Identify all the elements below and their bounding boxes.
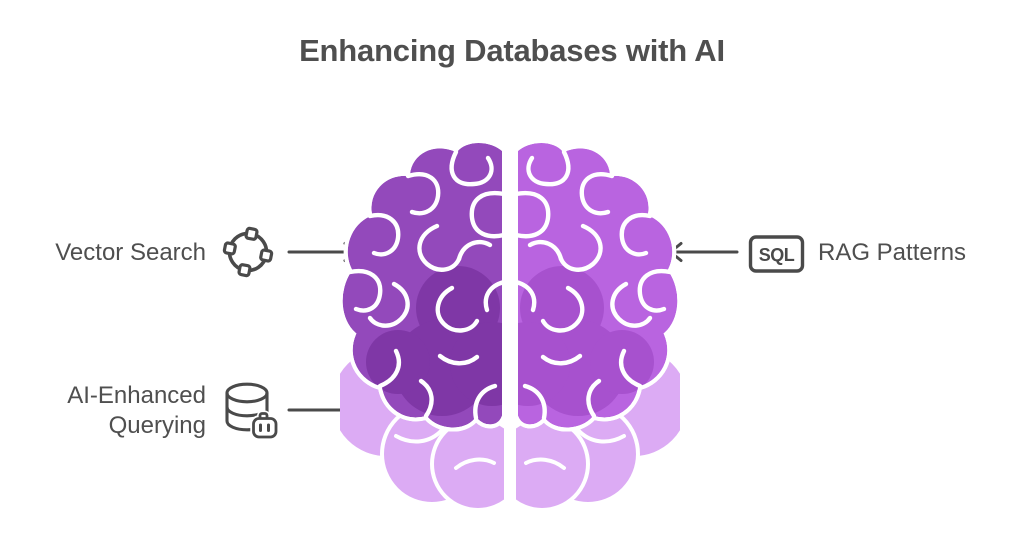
- rag-patterns-label: RAG Patterns: [818, 239, 967, 266]
- brain-right-hemisphere: [516, 139, 680, 512]
- brain-illustration: [340, 139, 680, 512]
- vector-nodes-icon: [222, 226, 274, 278]
- brain-left-hemisphere: [340, 139, 504, 512]
- ai-enhanced-querying-label: AI-Enhanced Querying: [18, 381, 206, 441]
- vector-search-label: Vector Search: [55, 239, 206, 266]
- page-title: Enhancing Databases with AI: [299, 33, 725, 68]
- database-robot-icon: [225, 382, 280, 441]
- sql-box-icon: SQL: [748, 235, 805, 273]
- ai-enhanced-querying-line1: AI-Enhanced: [67, 382, 206, 409]
- sql-icon-text: SQL: [759, 245, 795, 265]
- ai-enhanced-querying-line2: Querying: [108, 412, 206, 439]
